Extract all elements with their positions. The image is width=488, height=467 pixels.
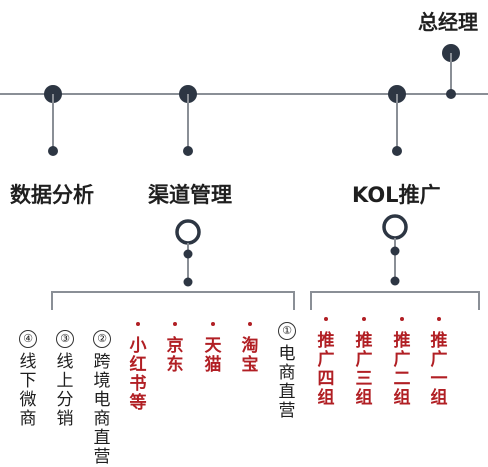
channel-ecommerce-direct: ① 电商直营 bbox=[277, 322, 297, 421]
channel-label: 天猫 bbox=[204, 336, 222, 375]
dot-kol-sub-2 bbox=[390, 276, 400, 286]
red-bullet bbox=[211, 322, 215, 326]
ring-kol bbox=[382, 214, 408, 240]
channel-label: 跨境电商直营 bbox=[93, 352, 111, 467]
kol-group-4: 推广四组 bbox=[316, 317, 336, 408]
heading-data-analysis: 数据分析 bbox=[10, 183, 94, 207]
red-bullet bbox=[324, 317, 328, 321]
channel-label: 京东 bbox=[166, 336, 184, 375]
kol-group-label: 推广三组 bbox=[355, 331, 373, 408]
channel-taobao: 淘宝 bbox=[240, 322, 260, 375]
ceo-junction-dot bbox=[446, 89, 456, 99]
channel-xiaohongshu: 小红书等 bbox=[128, 322, 148, 413]
dot-kol-sub-1 bbox=[390, 246, 400, 256]
kol-group-3: 推广三组 bbox=[354, 317, 374, 408]
dot-channel-management bbox=[183, 146, 193, 156]
channel-num: ③ bbox=[56, 330, 74, 348]
red-bullet bbox=[173, 322, 177, 326]
channel-tmall: 天猫 bbox=[203, 322, 223, 375]
kol-group-2: 推广二组 bbox=[392, 317, 412, 408]
dot-kol bbox=[392, 146, 402, 156]
channel-label: 线上分销 bbox=[56, 352, 74, 429]
channel-label: 小红书等 bbox=[129, 336, 147, 413]
ring-channel bbox=[175, 219, 201, 245]
bracket-channels bbox=[51, 291, 295, 310]
heading-kol: KOL推广 bbox=[352, 183, 441, 207]
heading-channel-management: 渠道管理 bbox=[148, 183, 232, 207]
kol-group-label: 推广一组 bbox=[430, 331, 448, 408]
channel-crossborder: ② 跨境电商直营 bbox=[92, 330, 112, 467]
channel-label: 线下微商 bbox=[19, 352, 37, 429]
red-bullet bbox=[362, 317, 366, 321]
dot-data-analysis bbox=[48, 146, 58, 156]
channel-num: ② bbox=[93, 330, 111, 348]
channel-num: ④ bbox=[19, 330, 37, 348]
red-bullet bbox=[248, 322, 252, 326]
channel-num: ① bbox=[278, 322, 296, 340]
channel-jd: 京东 bbox=[165, 322, 185, 375]
red-bullet bbox=[136, 322, 140, 326]
dot-channel-sub-2 bbox=[183, 277, 193, 287]
bracket-kol bbox=[310, 291, 480, 310]
kol-group-label: 推广二组 bbox=[393, 331, 411, 408]
channel-label: 电商直营 bbox=[278, 344, 296, 421]
kol-group-1: 推广一组 bbox=[429, 317, 449, 408]
channel-online-distribution: ③ 线上分销 bbox=[55, 330, 75, 429]
red-bullet bbox=[400, 317, 404, 321]
channel-offline-wechat: ④ 线下微商 bbox=[18, 330, 38, 429]
channel-label: 淘宝 bbox=[241, 336, 259, 375]
dot-channel-sub-1 bbox=[183, 249, 193, 259]
ceo-label: 总经理 bbox=[418, 10, 478, 34]
kol-group-label: 推广四组 bbox=[317, 331, 335, 408]
red-bullet bbox=[437, 317, 441, 321]
